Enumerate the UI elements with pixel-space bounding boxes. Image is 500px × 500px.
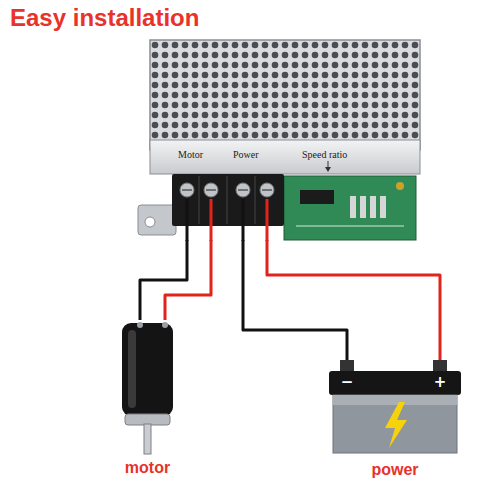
battery-shine xyxy=(333,395,457,405)
terminal-divider xyxy=(255,176,256,224)
motor-lug xyxy=(137,322,143,328)
terminal-label: Speed ratio xyxy=(302,149,347,161)
polarity-sign: − xyxy=(341,373,354,391)
motor: motor xyxy=(110,320,185,480)
part-label: power xyxy=(371,460,418,479)
motor-body xyxy=(122,323,173,416)
terminal-label: Motor xyxy=(178,149,203,161)
motor-lug xyxy=(162,322,168,328)
pin xyxy=(370,196,376,218)
terminal-divider xyxy=(227,176,228,224)
mounting-tab xyxy=(138,205,176,235)
circuit-board xyxy=(284,176,416,240)
wire-stub xyxy=(242,199,245,241)
motor-shaft xyxy=(144,424,151,454)
wire-stub xyxy=(186,199,189,241)
wire xyxy=(267,240,440,360)
text-holder: − xyxy=(337,373,357,391)
screw-slot xyxy=(238,189,248,191)
screw-slot xyxy=(206,189,216,191)
pointer-arrow-head xyxy=(325,167,331,172)
mounting-hole xyxy=(145,217,155,227)
silkscreen-line xyxy=(296,226,404,227)
motor-highlight xyxy=(128,330,136,408)
screw-slot xyxy=(182,189,192,191)
front-panel xyxy=(150,140,420,174)
component xyxy=(396,182,404,190)
wire-stub xyxy=(266,199,269,241)
battery-body xyxy=(333,395,457,453)
text-holder: Power xyxy=(233,144,283,162)
polarity-sign: + xyxy=(434,373,447,391)
terminal-screw xyxy=(236,183,250,197)
perforated-lid xyxy=(150,40,420,150)
terminal-screw xyxy=(204,183,218,197)
pin xyxy=(380,196,386,218)
wire xyxy=(243,240,347,360)
text-holder: Motor xyxy=(178,144,228,162)
battery: − + power xyxy=(325,360,465,485)
motor-symbol xyxy=(110,320,185,480)
screw-slot xyxy=(262,189,272,191)
text-holder: Speed ratio xyxy=(302,144,382,162)
text-holder: motor xyxy=(110,458,185,477)
terminal-screw xyxy=(180,183,194,197)
pin xyxy=(350,196,356,218)
terminal-divider xyxy=(199,176,200,224)
chip xyxy=(300,190,334,204)
speed-controller: Motor Power Speed ratio xyxy=(130,35,420,240)
battery-top xyxy=(329,371,461,395)
part-label: motor xyxy=(125,458,170,477)
text-holder: power xyxy=(325,460,465,479)
title: Easy installation xyxy=(10,4,199,32)
wire-stub xyxy=(210,199,213,241)
wire xyxy=(165,240,211,320)
motor-end-cap xyxy=(125,414,170,425)
title-holder: Easy installation xyxy=(10,4,199,32)
terminal-screw xyxy=(260,183,274,197)
lightning-bolt xyxy=(385,402,407,448)
terminal-label: Power xyxy=(233,149,259,161)
text-holder: + xyxy=(430,373,450,391)
pin xyxy=(360,196,366,218)
